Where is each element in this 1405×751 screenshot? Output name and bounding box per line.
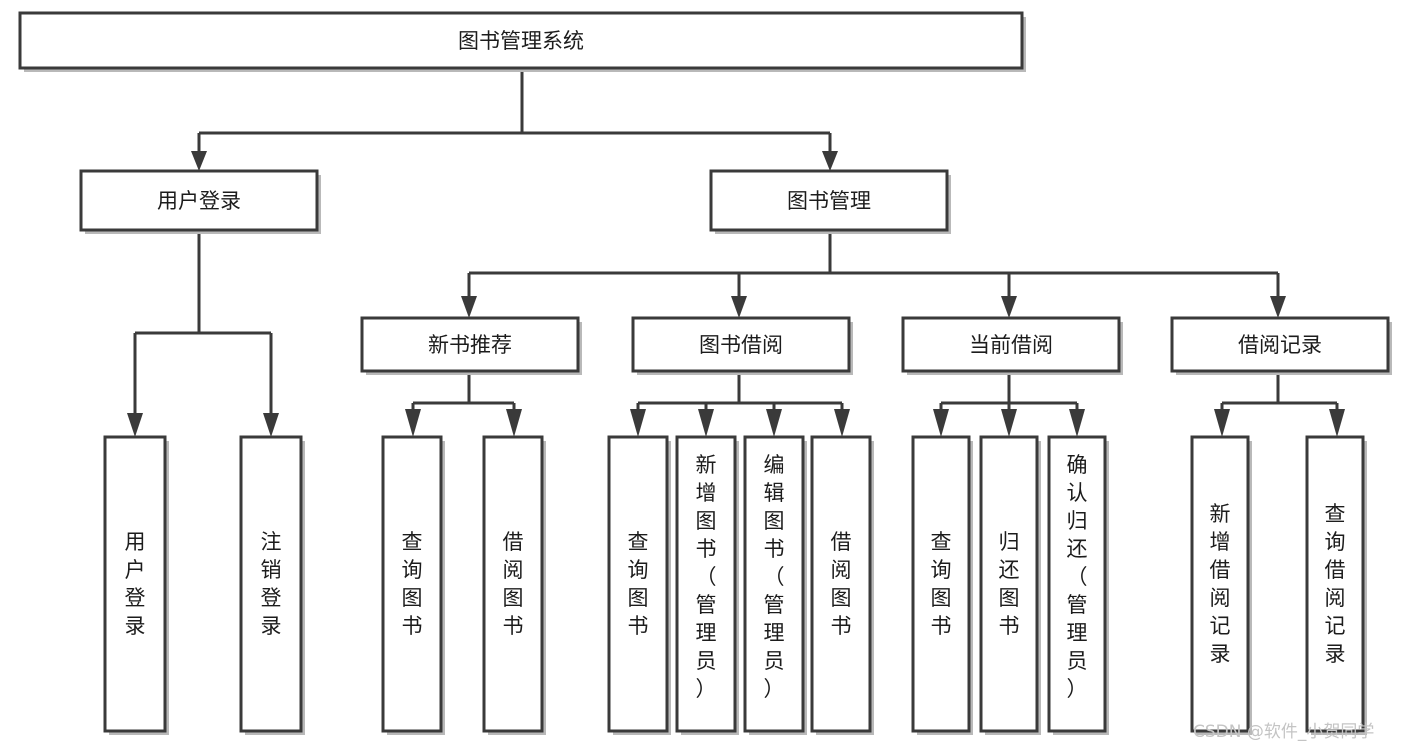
connector-layer	[127, 70, 1345, 437]
arrow-head-leaf-query-book-1	[405, 409, 421, 437]
node-new-book-recommend[interactable]: 新书推荐	[360, 316, 582, 375]
node-borrow-record-label: 借阅记录	[1238, 333, 1322, 357]
arrow-head-book-management	[822, 151, 838, 171]
node-leaf-borrow-book-2-label: 借阅图书	[831, 530, 852, 638]
node-book-borrow-label: 图书借阅	[699, 333, 783, 357]
arrow-head-leaf-add-book	[698, 409, 714, 437]
node-borrow-record[interactable]: 借阅记录	[1170, 316, 1392, 375]
node-current-borrow[interactable]: 当前借阅	[901, 316, 1123, 375]
node-new-book-recommend-box	[360, 316, 580, 373]
node-borrow-record-box	[1170, 316, 1390, 373]
node-leaf-add-book-label: 新增图书（管理员）	[696, 453, 717, 701]
node-leaf-query-book-2-box	[607, 435, 669, 733]
node-leaf-confirm-return-box	[1047, 435, 1107, 733]
node-leaf-borrow-book-1[interactable]: 借阅图书	[482, 435, 546, 735]
node-leaf-return-book-box	[979, 435, 1039, 733]
arrow-head-leaf-add-record	[1214, 409, 1230, 437]
node-root[interactable]: 图书管理系统	[18, 11, 1026, 72]
node-book-borrow-box	[631, 316, 851, 373]
node-root-box	[18, 11, 1024, 70]
node-user-login-box	[79, 169, 319, 232]
node-leaf-query-book-3-box	[911, 435, 971, 733]
node-leaf-user-logout-label: 注销登录	[261, 530, 282, 638]
node-book-borrow[interactable]: 图书借阅	[631, 316, 853, 375]
node-leaf-query-book-1-box	[381, 435, 443, 733]
node-book-management-box	[709, 169, 949, 232]
node-leaf-query-book-1[interactable]: 查询图书	[381, 435, 445, 735]
node-new-book-recommend-label: 新书推荐	[428, 333, 512, 357]
node-user-login[interactable]: 用户登录	[79, 169, 321, 234]
node-leaf-query-book-3[interactable]: 查询图书	[911, 435, 973, 735]
node-current-borrow-box	[901, 316, 1121, 373]
arrow-head-borrow-record	[1270, 296, 1286, 318]
node-leaf-confirm-return-label: 确认归还（管理员）	[1067, 453, 1088, 701]
node-leaf-user-login-box	[103, 435, 167, 733]
node-leaf-query-book-2-label: 查询图书	[628, 530, 649, 638]
arrow-head-leaf-query-record	[1329, 409, 1345, 437]
node-leaf-edit-book[interactable]: 编辑图书（管理员）	[743, 435, 807, 735]
node-leaf-borrow-book-2[interactable]: 借阅图书	[810, 435, 874, 735]
node-leaf-add-record-box	[1190, 435, 1250, 733]
node-leaf-return-book[interactable]: 归还图书	[979, 435, 1041, 735]
node-leaf-return-book-label: 归还图书	[999, 530, 1020, 638]
node-leaf-user-login[interactable]: 用户登录	[103, 435, 169, 735]
node-leaf-query-book-1-label: 查询图书	[402, 530, 423, 638]
node-leaf-borrow-book-1-box	[482, 435, 544, 733]
node-book-management[interactable]: 图书管理	[709, 169, 951, 234]
arrow-head-leaf-user-logout	[263, 413, 279, 437]
arrow-head-user-login	[191, 151, 207, 171]
node-leaf-add-record[interactable]: 新增借阅记录	[1190, 435, 1252, 735]
arrow-head-leaf-confirm-return	[1069, 409, 1085, 437]
node-leaf-confirm-return[interactable]: 确认归还（管理员）	[1047, 435, 1109, 735]
node-leaf-user-login-label: 用户登录	[125, 530, 146, 638]
node-user-login-label: 用户登录	[157, 189, 241, 213]
arrow-head-new-book-recommend	[461, 296, 477, 318]
node-book-management-label: 图书管理	[787, 189, 871, 213]
node-leaf-borrow-book-2-box	[810, 435, 872, 733]
csdn-watermark: CSDN @软件_小贺同学	[1193, 722, 1374, 742]
arrow-head-leaf-borrow-book-1	[506, 409, 522, 437]
node-leaf-borrow-book-1-label: 借阅图书	[503, 530, 524, 638]
node-leaf-query-record-box	[1305, 435, 1365, 733]
node-leaf-query-record-label: 查询借阅记录	[1325, 502, 1346, 666]
node-leaf-query-record[interactable]: 查询借阅记录	[1305, 435, 1367, 735]
node-leaf-query-book-2[interactable]: 查询图书	[607, 435, 671, 735]
node-leaf-edit-book-label: 编辑图书（管理员）	[764, 453, 785, 701]
arrow-head-leaf-borrow-book-2	[834, 409, 850, 437]
arrow-head-leaf-return-book	[1001, 409, 1017, 437]
node-root-label: 图书管理系统	[458, 29, 584, 53]
arrow-head-leaf-query-book-2	[630, 409, 646, 437]
node-current-borrow-label: 当前借阅	[969, 333, 1053, 357]
node-leaf-add-book[interactable]: 新增图书（管理员）	[675, 435, 739, 735]
node-leaf-user-logout[interactable]: 注销登录	[239, 435, 305, 735]
node-leaf-add-book-box	[675, 435, 737, 733]
arrow-head-leaf-edit-book	[766, 409, 782, 437]
node-leaf-add-record-label: 新增借阅记录	[1210, 502, 1231, 666]
node-leaf-query-book-3-label: 查询图书	[931, 530, 952, 638]
node-leaf-user-logout-box	[239, 435, 303, 733]
arrow-head-leaf-query-book-3	[933, 409, 949, 437]
node-leaf-edit-book-box	[743, 435, 805, 733]
arrow-head-leaf-user-login	[127, 413, 143, 437]
arrow-head-book-borrow	[731, 296, 747, 318]
arrow-head-current-borrow	[1001, 296, 1017, 318]
